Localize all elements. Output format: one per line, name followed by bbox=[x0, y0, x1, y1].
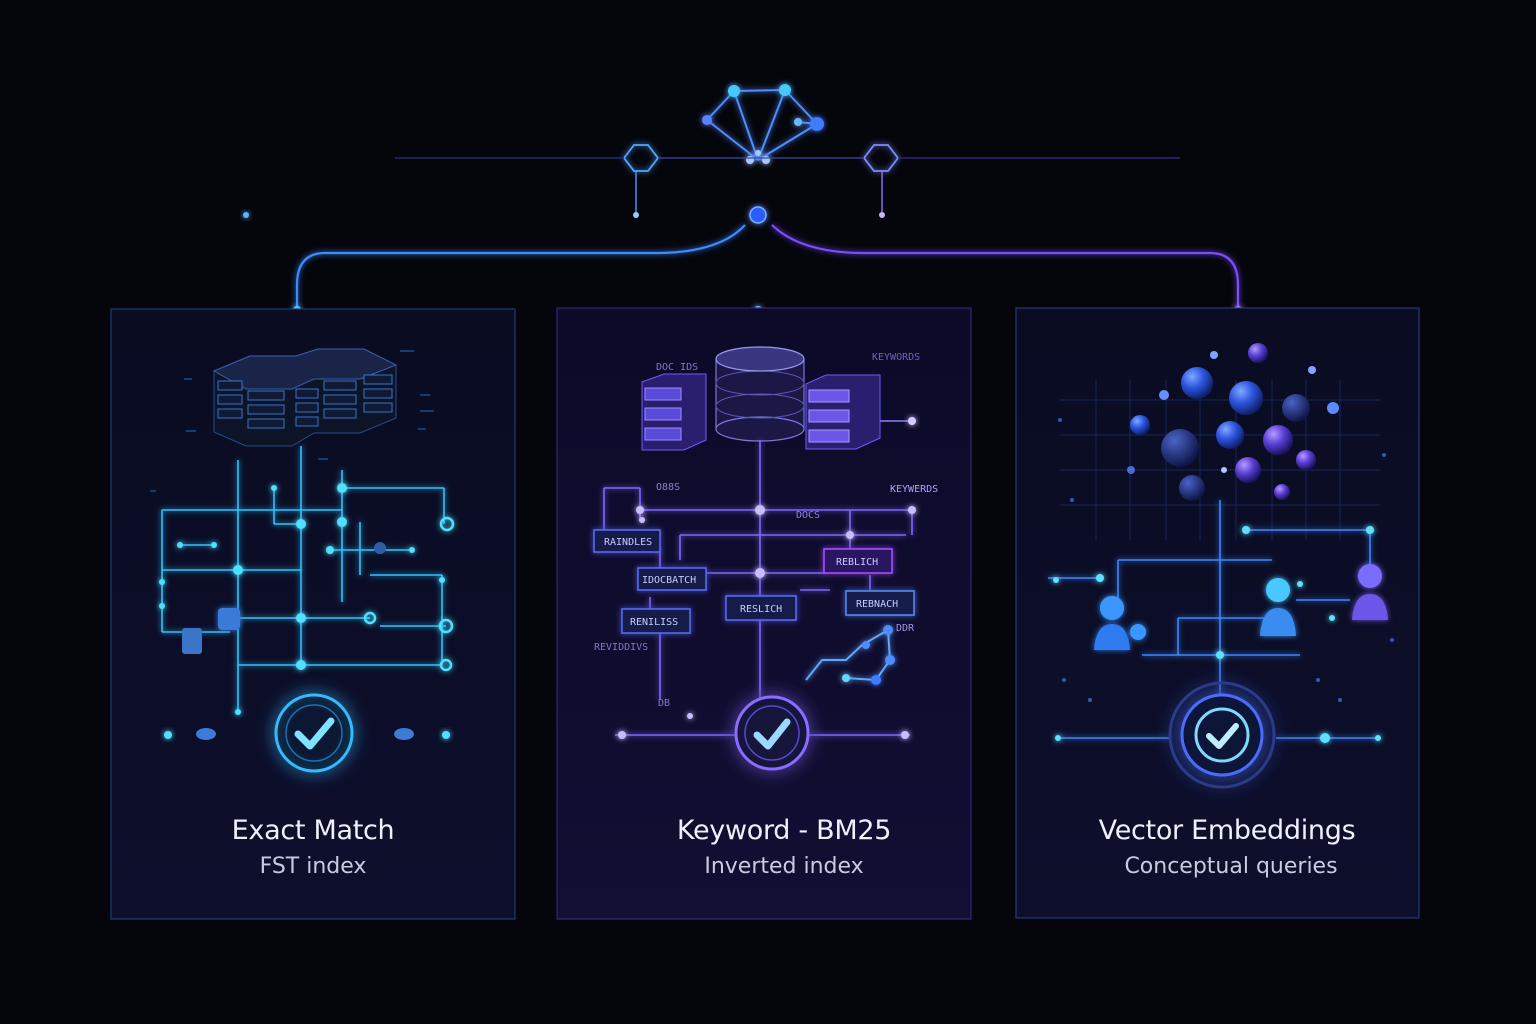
card-title-exact-match: Exact Match bbox=[231, 815, 395, 846]
server-stack-icon bbox=[805, 374, 916, 450]
embedding-cluster-icon bbox=[1127, 343, 1339, 501]
svg-text:RAINDLES: RAINDLES bbox=[604, 537, 652, 548]
server-stack-icon bbox=[641, 373, 707, 451]
label-mid: O88S bbox=[656, 482, 680, 493]
network-hub-icon bbox=[702, 84, 824, 164]
exact-circuit-lines bbox=[161, 446, 446, 712]
card-keyword-bm25: KEYWORDS KEYWERDS O88S DOCS DOC IDS REVI… bbox=[556, 307, 972, 920]
label-top-left: DOC IDS bbox=[656, 362, 698, 373]
keyword-box-5: RESLICH bbox=[725, 595, 797, 621]
svg-text:RESLICH: RESLICH bbox=[740, 604, 782, 615]
label-small-3: DB bbox=[658, 698, 670, 709]
hexagon-node-right-icon bbox=[862, 144, 900, 172]
label-keywords: KEYWERDS bbox=[890, 484, 938, 495]
svg-text:REBNACH: REBNACH bbox=[856, 599, 898, 610]
card-title-keyword-bm25: Keyword - BM25 bbox=[676, 815, 892, 846]
svg-text:RENILISS: RENILISS bbox=[630, 617, 678, 628]
card-subtitle-inverted-index: Inverted index bbox=[704, 854, 864, 879]
card-subtitle-conceptual-queries: Conceptual queries bbox=[1124, 854, 1338, 879]
molecule-path-icon bbox=[805, 625, 895, 685]
checkmark-badge-icon bbox=[1168, 681, 1276, 789]
user-icon bbox=[1260, 578, 1296, 636]
card-exact-match bbox=[110, 308, 516, 920]
keyword-box-2: IDOCBATCH bbox=[637, 567, 707, 591]
hexagon-node-left-icon bbox=[622, 144, 660, 172]
keyword-box-4: RENILISS bbox=[621, 608, 691, 634]
card-vector-embeddings bbox=[1015, 307, 1420, 919]
user-icon bbox=[1352, 564, 1388, 620]
file-chip-icon bbox=[182, 628, 202, 654]
keyword-box-3: REBLICH bbox=[823, 548, 893, 574]
card-subtitle-fst-index: FST index bbox=[259, 854, 367, 879]
top-connector-lines bbox=[243, 157, 1300, 314]
svg-text:REBLICH: REBLICH bbox=[836, 557, 878, 568]
svg-text:IDOCBATCH: IDOCBATCH bbox=[642, 575, 696, 586]
server-stack-icon bbox=[212, 348, 398, 447]
label-small-1: REVIDDIVS bbox=[594, 642, 648, 653]
user-icon bbox=[1094, 596, 1146, 650]
checkmark-badge-icon bbox=[734, 695, 810, 771]
database-icon bbox=[715, 346, 805, 442]
card-title-vector-embeddings: Vector Embeddings bbox=[1098, 815, 1356, 846]
keyword-box-1: RAINDLES bbox=[593, 529, 661, 553]
node-chip-icon bbox=[218, 608, 240, 630]
checkmark-badge-icon bbox=[274, 693, 354, 773]
keyword-box-6: REBNACH bbox=[845, 590, 915, 616]
label-mid2: DOCS bbox=[796, 510, 820, 521]
label-top-right: KEYWORDS bbox=[872, 352, 920, 363]
label-small-2: DDR bbox=[896, 623, 915, 634]
